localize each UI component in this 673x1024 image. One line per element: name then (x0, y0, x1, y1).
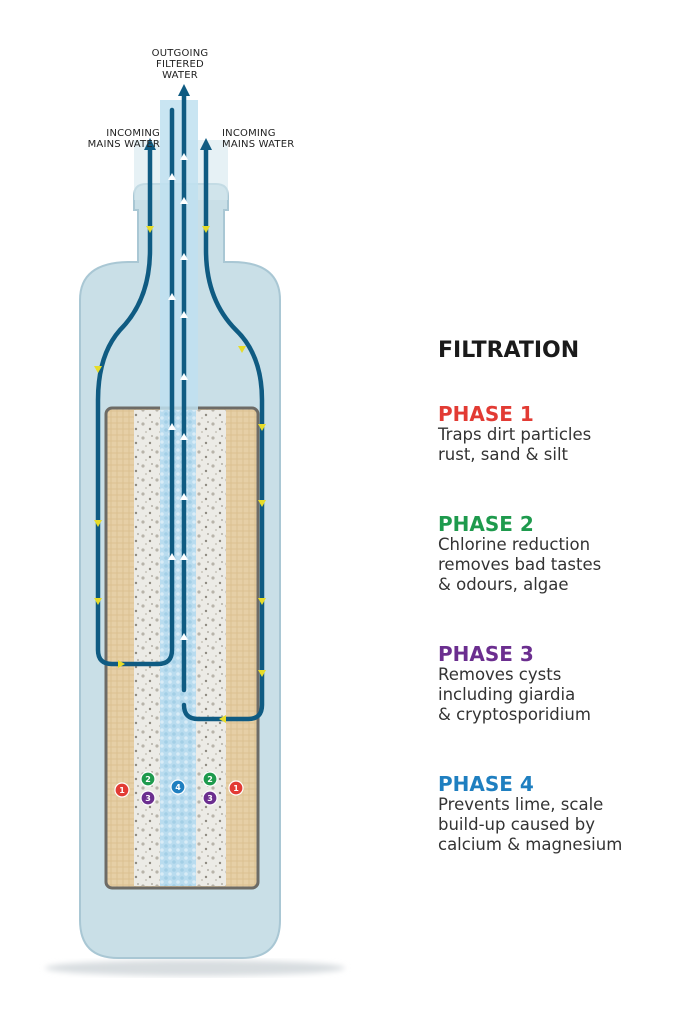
marker-label: 1 (233, 784, 239, 793)
phase-desc-line: including giardia (438, 685, 576, 704)
marker-phase-2-left: 2 (140, 771, 156, 787)
marker-phase-3-right: 3 (202, 790, 218, 806)
phase-desc-line: & cryptosporidium (438, 705, 591, 724)
pipe-incoming-right (181, 142, 265, 722)
core-tube (160, 100, 198, 410)
marker-label: 1 (119, 786, 125, 795)
filtration-legend: FILTRATION PHASE 1 Traps dirt particles … (438, 338, 668, 903)
label-incoming-mains-right: INCOMING MAINS WATER (222, 128, 332, 150)
phase-desc-line: & odours, algae (438, 575, 569, 594)
marker-label: 2 (207, 775, 213, 784)
label-line: OUTGOING (151, 48, 209, 59)
marker-phase-4: 4 (170, 779, 186, 795)
label-outgoing-filtered-water: OUTGOING FILTERED WATER (130, 48, 230, 81)
phase-1-title: PHASE 1 (438, 402, 534, 426)
phase-3-title: PHASE 3 (438, 642, 534, 666)
phase-desc-line: rust, sand & silt (438, 445, 569, 464)
phase-4-title: PHASE 4 (438, 772, 534, 796)
label-line: WATER (162, 70, 198, 81)
pipes (95, 89, 265, 722)
flow-arrows-incoming (94, 226, 266, 723)
phase-desc-line: Traps dirt particles (438, 425, 592, 444)
phase-3-entry: PHASE 3 Removes cysts including giardia … (438, 643, 668, 725)
incoming-right-arrowhead (200, 138, 212, 150)
flow-arrows-outgoing (168, 153, 188, 640)
housing-shadow (45, 960, 345, 976)
label-line: MAINS WATER (87, 139, 160, 150)
marker-phase-1-left: 1 (114, 782, 130, 798)
phase-desc-line: Chlorine reduction (438, 535, 591, 554)
phase-1-entry: PHASE 1 Traps dirt particles rust, sand … (438, 403, 668, 465)
marker-label: 4 (175, 783, 181, 792)
cartridge-ceramic-left (134, 410, 162, 886)
marker-label: 2 (145, 775, 151, 784)
marker-label: 3 (145, 794, 151, 803)
label-line: MAINS WATER (222, 139, 295, 150)
phase-2-entry: PHASE 2 Chlorine reduction removes bad t… (438, 513, 668, 595)
label-line: INCOMING (106, 128, 160, 139)
label-line: FILTERED (156, 59, 204, 70)
phase-desc-line: removes bad tastes (438, 555, 602, 574)
phase-2-title: PHASE 2 (438, 512, 534, 536)
phase-desc-line: Prevents lime, scale (438, 795, 604, 814)
phase-desc-line: Removes cysts (438, 665, 562, 684)
phase-4-entry: PHASE 4 Prevents lime, scale build-up ca… (438, 773, 668, 855)
pipe-incoming-left (95, 107, 175, 667)
cartridge-core (160, 410, 196, 886)
phase-desc-line: build-up caused by (438, 815, 596, 834)
incoming-left-arrowhead (144, 138, 156, 150)
phase-markers: 1 2 3 4 2 3 1 (114, 771, 244, 806)
marker-label: 3 (207, 794, 213, 803)
cartridge-ceramic-right (194, 410, 226, 886)
label-line: INCOMING (222, 128, 276, 139)
marker-phase-1-right: 1 (228, 780, 244, 796)
legend-title: FILTRATION (438, 338, 580, 363)
marker-phase-3-left: 3 (140, 790, 156, 806)
label-incoming-mains-left: INCOMING MAINS WATER (50, 128, 160, 150)
phase-desc-line: calcium & magnesium (438, 835, 623, 854)
marker-phase-2-right: 2 (202, 771, 218, 787)
outgoing-arrowhead (178, 84, 190, 96)
